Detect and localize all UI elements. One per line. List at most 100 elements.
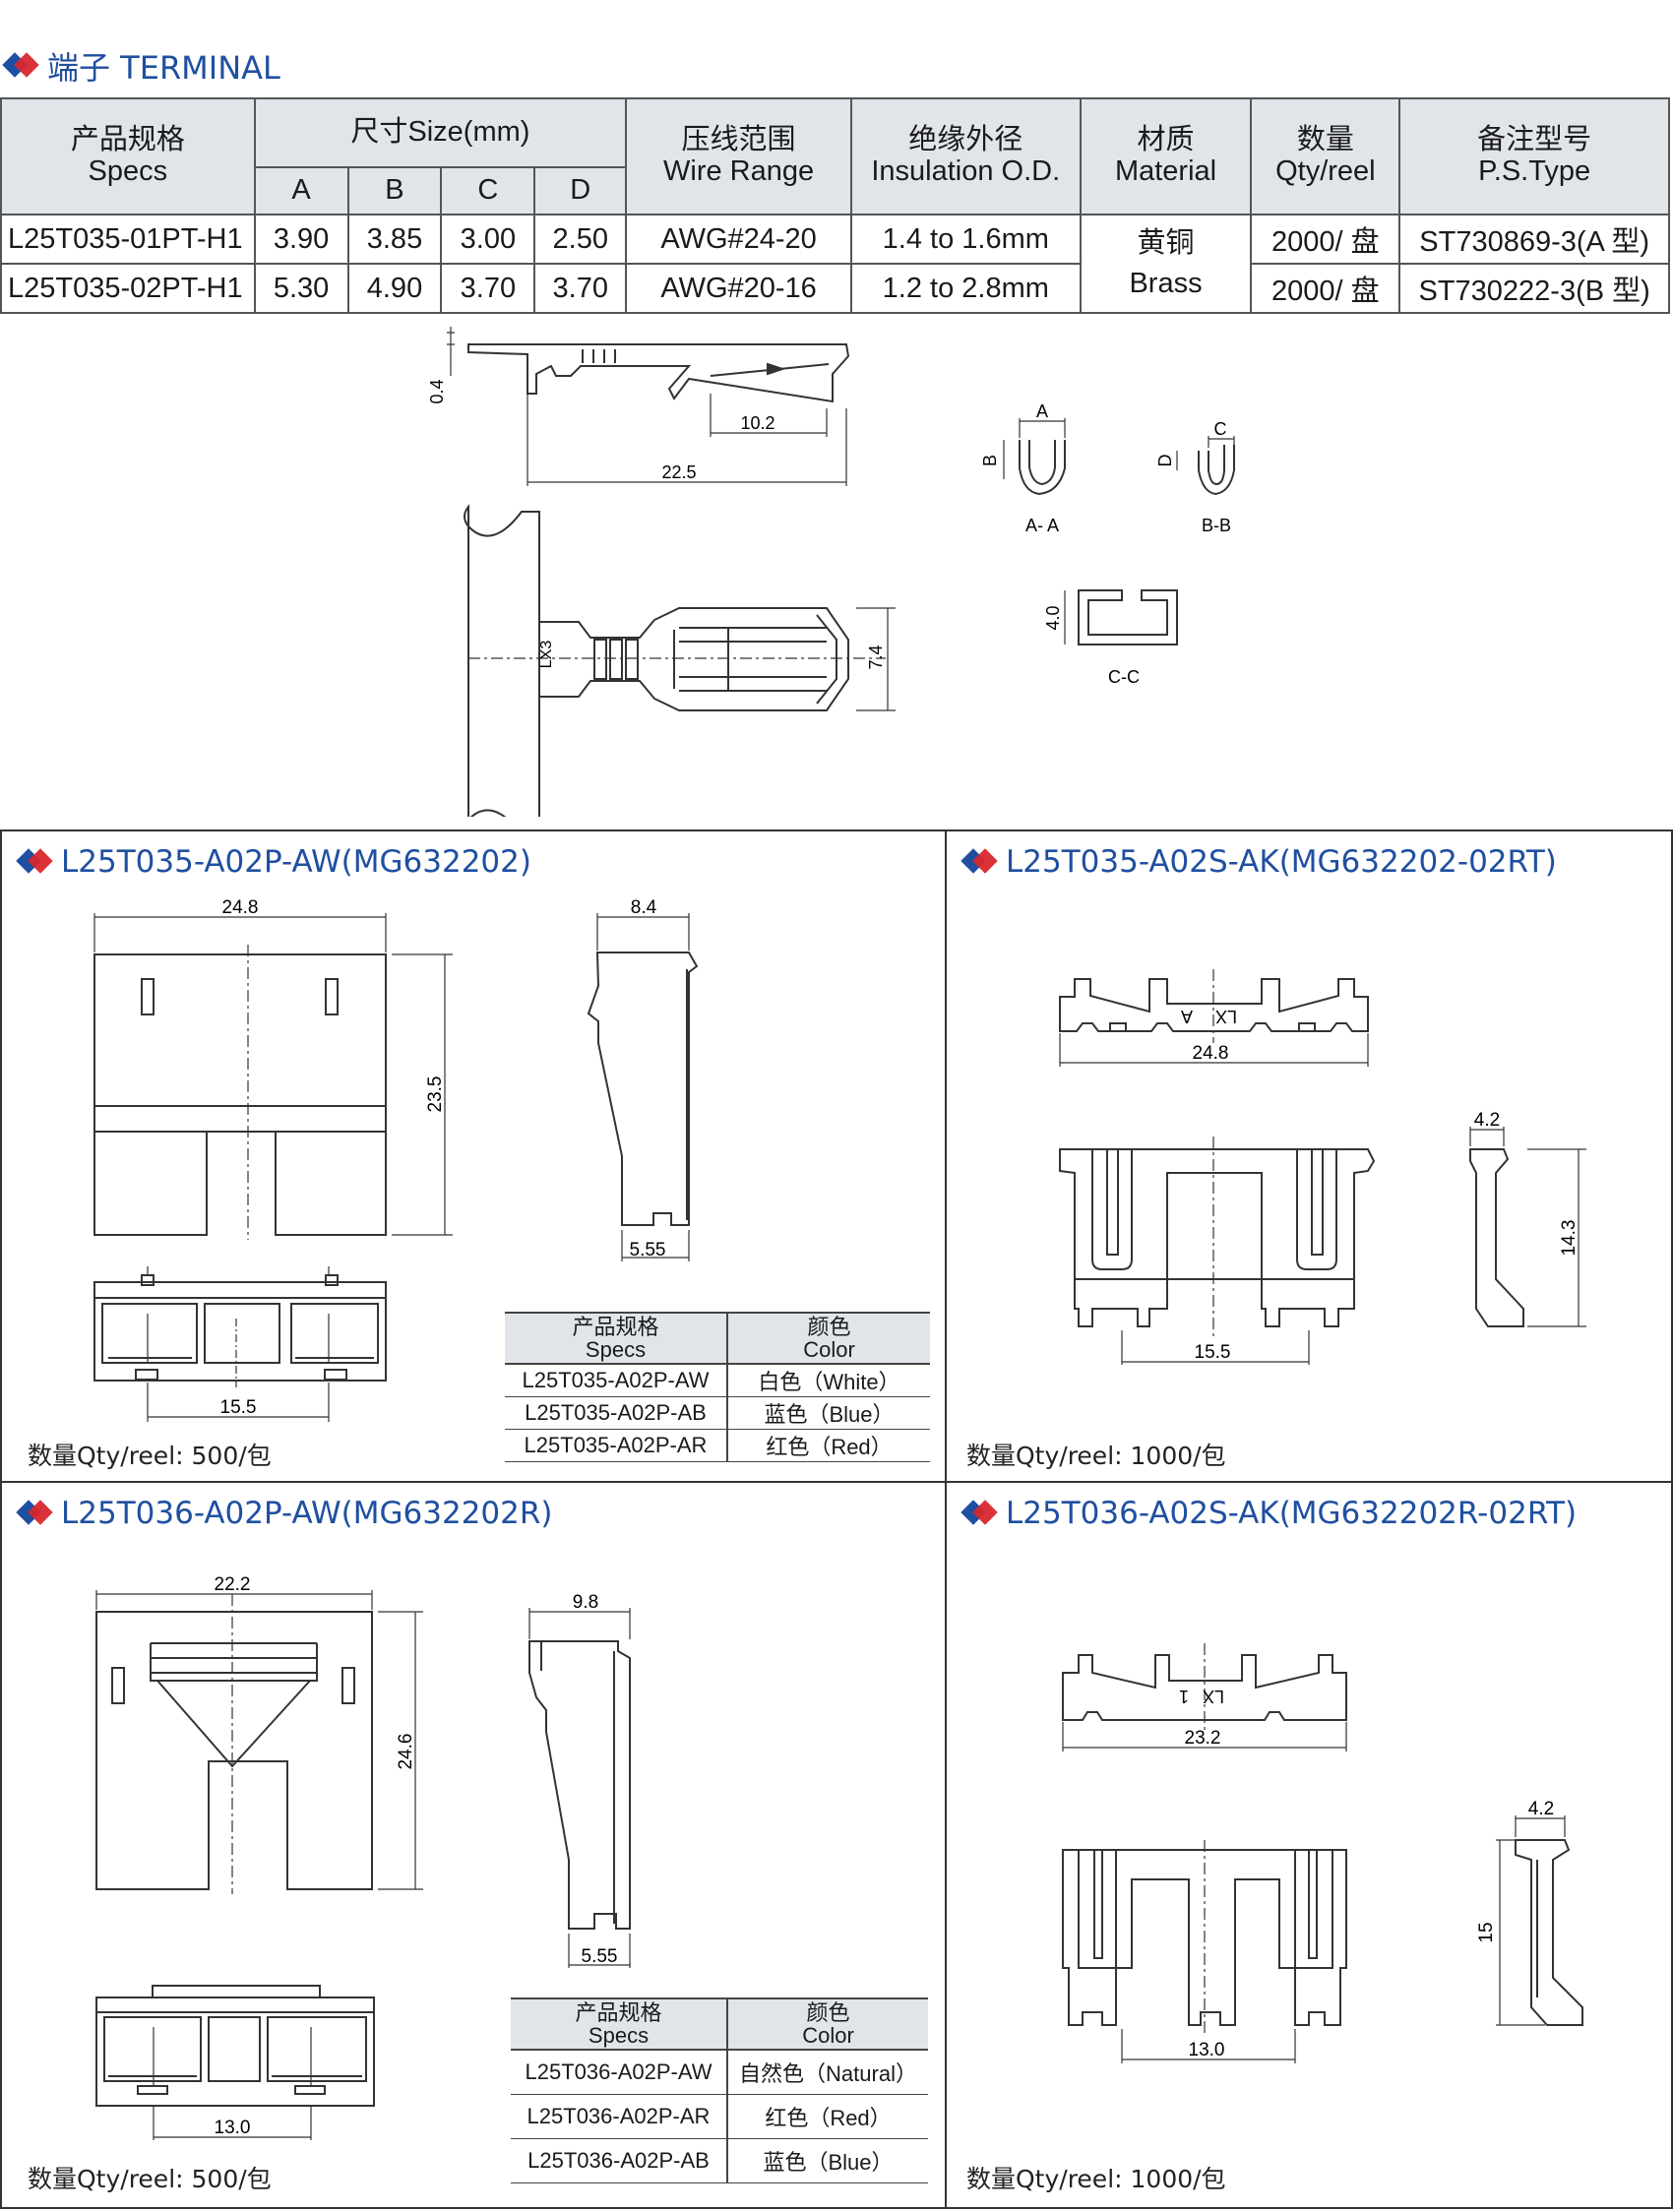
panel4-qty: 数量Qty/reel: 1000/包	[966, 2165, 1226, 2193]
header-wire-range: 压线范围 Wire Range	[625, 97, 852, 215]
dim-4-2: 4.2	[1528, 1799, 1554, 1819]
header-d: D	[533, 166, 628, 215]
dim-13-0: 13.0	[1189, 2040, 1225, 2060]
dim-15: 15	[1476, 1922, 1497, 1942]
cell-spec: L25T035-02PT-H1	[0, 263, 256, 314]
panel1-drawing: 24.8 8.4 23.5 5.55 15.5	[93, 897, 699, 1422]
panel2-drawing: LX A 24.8 4.2 14.3 15.5	[1059, 969, 1586, 1365]
cell-d: 3.70	[533, 263, 628, 314]
diamond-bullet-icon	[960, 848, 998, 875]
table-row: L25T035-02PT-H1 5.30 4.90 3.70 3.70 AWG#…	[0, 263, 1670, 314]
terminal-spec-table: 产品规格 Specs 尺寸Size(mm) 压线范围 Wire Range 绝缘…	[0, 97, 1670, 314]
label-b-b: B-B	[1202, 516, 1231, 535]
dim-24-6: 24.6	[396, 1734, 416, 1770]
panel2-title-text: L25T035-A02S-AK(MG632202-02RT)	[1006, 844, 1557, 880]
diamond-bullet-icon	[16, 848, 53, 875]
label-a: A	[1036, 401, 1048, 421]
cell-color: 红色（Red）	[726, 1429, 930, 1463]
dim-24-8: 24.8	[1193, 1043, 1229, 1064]
terminal-section-title: 端子 TERMINAL	[2, 43, 280, 89]
cell-insulation: 1.4 to 1.6mm	[849, 214, 1082, 265]
diamond-bullet-icon	[960, 1500, 998, 1526]
panel4-drawing: LX 1 23.2 4.2 15 13.0	[1062, 1643, 1583, 2063]
dim-8-4: 8.4	[631, 897, 657, 918]
cell-c: 3.70	[440, 263, 536, 314]
cell-spec: L25T035-01PT-H1	[0, 214, 256, 265]
dim-4-2: 4.2	[1474, 1110, 1500, 1131]
color-header-color: 颜色 Color	[726, 1997, 928, 2052]
dim-13-0: 13.0	[215, 2118, 251, 2138]
label-lx: LX	[1203, 1687, 1224, 1706]
cell-insulation: 1.2 to 2.8mm	[849, 263, 1082, 314]
terminal-title-text: 端子 TERMINAL	[47, 49, 280, 87]
header-qty: 数量 Qty/reel	[1250, 97, 1401, 215]
panel1-title: L25T035-A02P-AW(MG632202)	[16, 844, 531, 880]
panel2-qty: 数量Qty/reel: 1000/包	[966, 1442, 1226, 1470]
color-header-spec: 产品规格 Specs	[511, 1997, 727, 2052]
panel1-qty: 数量Qty/reel: 500/包	[28, 1442, 272, 1470]
cell-spec: L25T035-A02P-AR	[505, 1429, 727, 1463]
cell-color: 白色（White）	[726, 1364, 930, 1398]
dim-22-5: 22.5	[661, 462, 696, 482]
header-material: 材质 Material	[1079, 97, 1253, 215]
label-a: A	[1181, 1007, 1193, 1026]
dim-10-2: 10.2	[740, 413, 775, 433]
dim-22-2: 22.2	[215, 1574, 251, 1595]
cell-b: 4.90	[346, 263, 443, 314]
cell-qty: 2000/ 盘	[1250, 263, 1401, 314]
cell-spec: L25T035-A02P-AW	[505, 1364, 727, 1398]
panel3-title: L25T036-A02P-AW(MG632202R)	[16, 1496, 553, 1531]
header-b: B	[346, 166, 443, 215]
cell-wire: AWG#20-16	[625, 263, 852, 314]
material-en: Brass	[1129, 268, 1203, 299]
dim-lx3: LX3	[538, 641, 555, 669]
panel-l25t035-a02s-ak	[945, 830, 1673, 1483]
cell-color: 蓝色（Blue）	[726, 1396, 930, 1431]
label-c-c: C-C	[1108, 667, 1140, 687]
label-a-a: A- A	[1025, 516, 1059, 535]
panel-l25t036-a02p-aw	[0, 1481, 947, 2209]
dim-15-5: 15.5	[220, 1397, 257, 1418]
header-ps-type: 备注型号 P.S.Type	[1398, 97, 1670, 215]
diamond-bullet-icon	[16, 1500, 53, 1526]
cell-a: 3.90	[253, 214, 349, 265]
dim-7-4: 7.4	[866, 645, 886, 669]
panel-l25t035-a02p-aw	[0, 830, 947, 1483]
header-insulation: 绝缘外径 Insulation O.D.	[849, 97, 1082, 215]
header-size: 尺寸Size(mm)	[253, 97, 628, 168]
color-header-spec: 产品规格 Specs	[505, 1311, 727, 1366]
dim-15-5: 15.5	[1195, 1342, 1231, 1363]
dim-14-3: 14.3	[1559, 1220, 1580, 1257]
cell-spec: L25T036-A02P-AR	[511, 2094, 727, 2140]
cell-c: 3.00	[440, 214, 536, 265]
material-cn: 黄铜	[1137, 227, 1195, 260]
cell-a: 5.30	[253, 263, 349, 314]
cell-color: 红色（Red）	[726, 2094, 928, 2140]
dim-23-2: 23.2	[1185, 1728, 1221, 1749]
cell-spec: L25T035-A02P-AB	[505, 1396, 727, 1431]
cell-d: 2.50	[533, 214, 628, 265]
table-row: L25T035-01PT-H1 3.90 3.85 3.00 2.50 AWG#…	[0, 214, 1670, 314]
label-1: 1	[1179, 1687, 1189, 1706]
header-a: A	[253, 166, 349, 215]
panel3-qty: 数量Qty/reel: 500/包	[28, 2165, 272, 2193]
panel3-drawing: 22.2 9.8 24.6 5.55 13.0	[95, 1574, 631, 2140]
cell-qty: 2000/ 盘	[1250, 214, 1401, 265]
cell-ps: ST730869-3(A 型)	[1398, 214, 1670, 265]
header-specs: 产品规格 Specs	[0, 97, 256, 215]
terminal-drawing: 0.4 10.2 22.5 LX3 7.4 A B A- A C D B-B 4…	[427, 327, 1235, 817]
dim-24-8: 24.8	[222, 897, 259, 918]
panel2-title: L25T035-A02S-AK(MG632202-02RT)	[960, 844, 1557, 880]
header-c: C	[440, 166, 536, 215]
cell-b: 3.85	[346, 214, 443, 265]
dim-4-0: 4.0	[1043, 605, 1063, 630]
label-lx: LX	[1215, 1007, 1237, 1026]
cell-wire: AWG#24-20	[625, 214, 852, 265]
cell-color: 自然色（Natural）	[726, 2050, 928, 2096]
cell-spec: L25T036-A02P-AW	[511, 2050, 727, 2096]
